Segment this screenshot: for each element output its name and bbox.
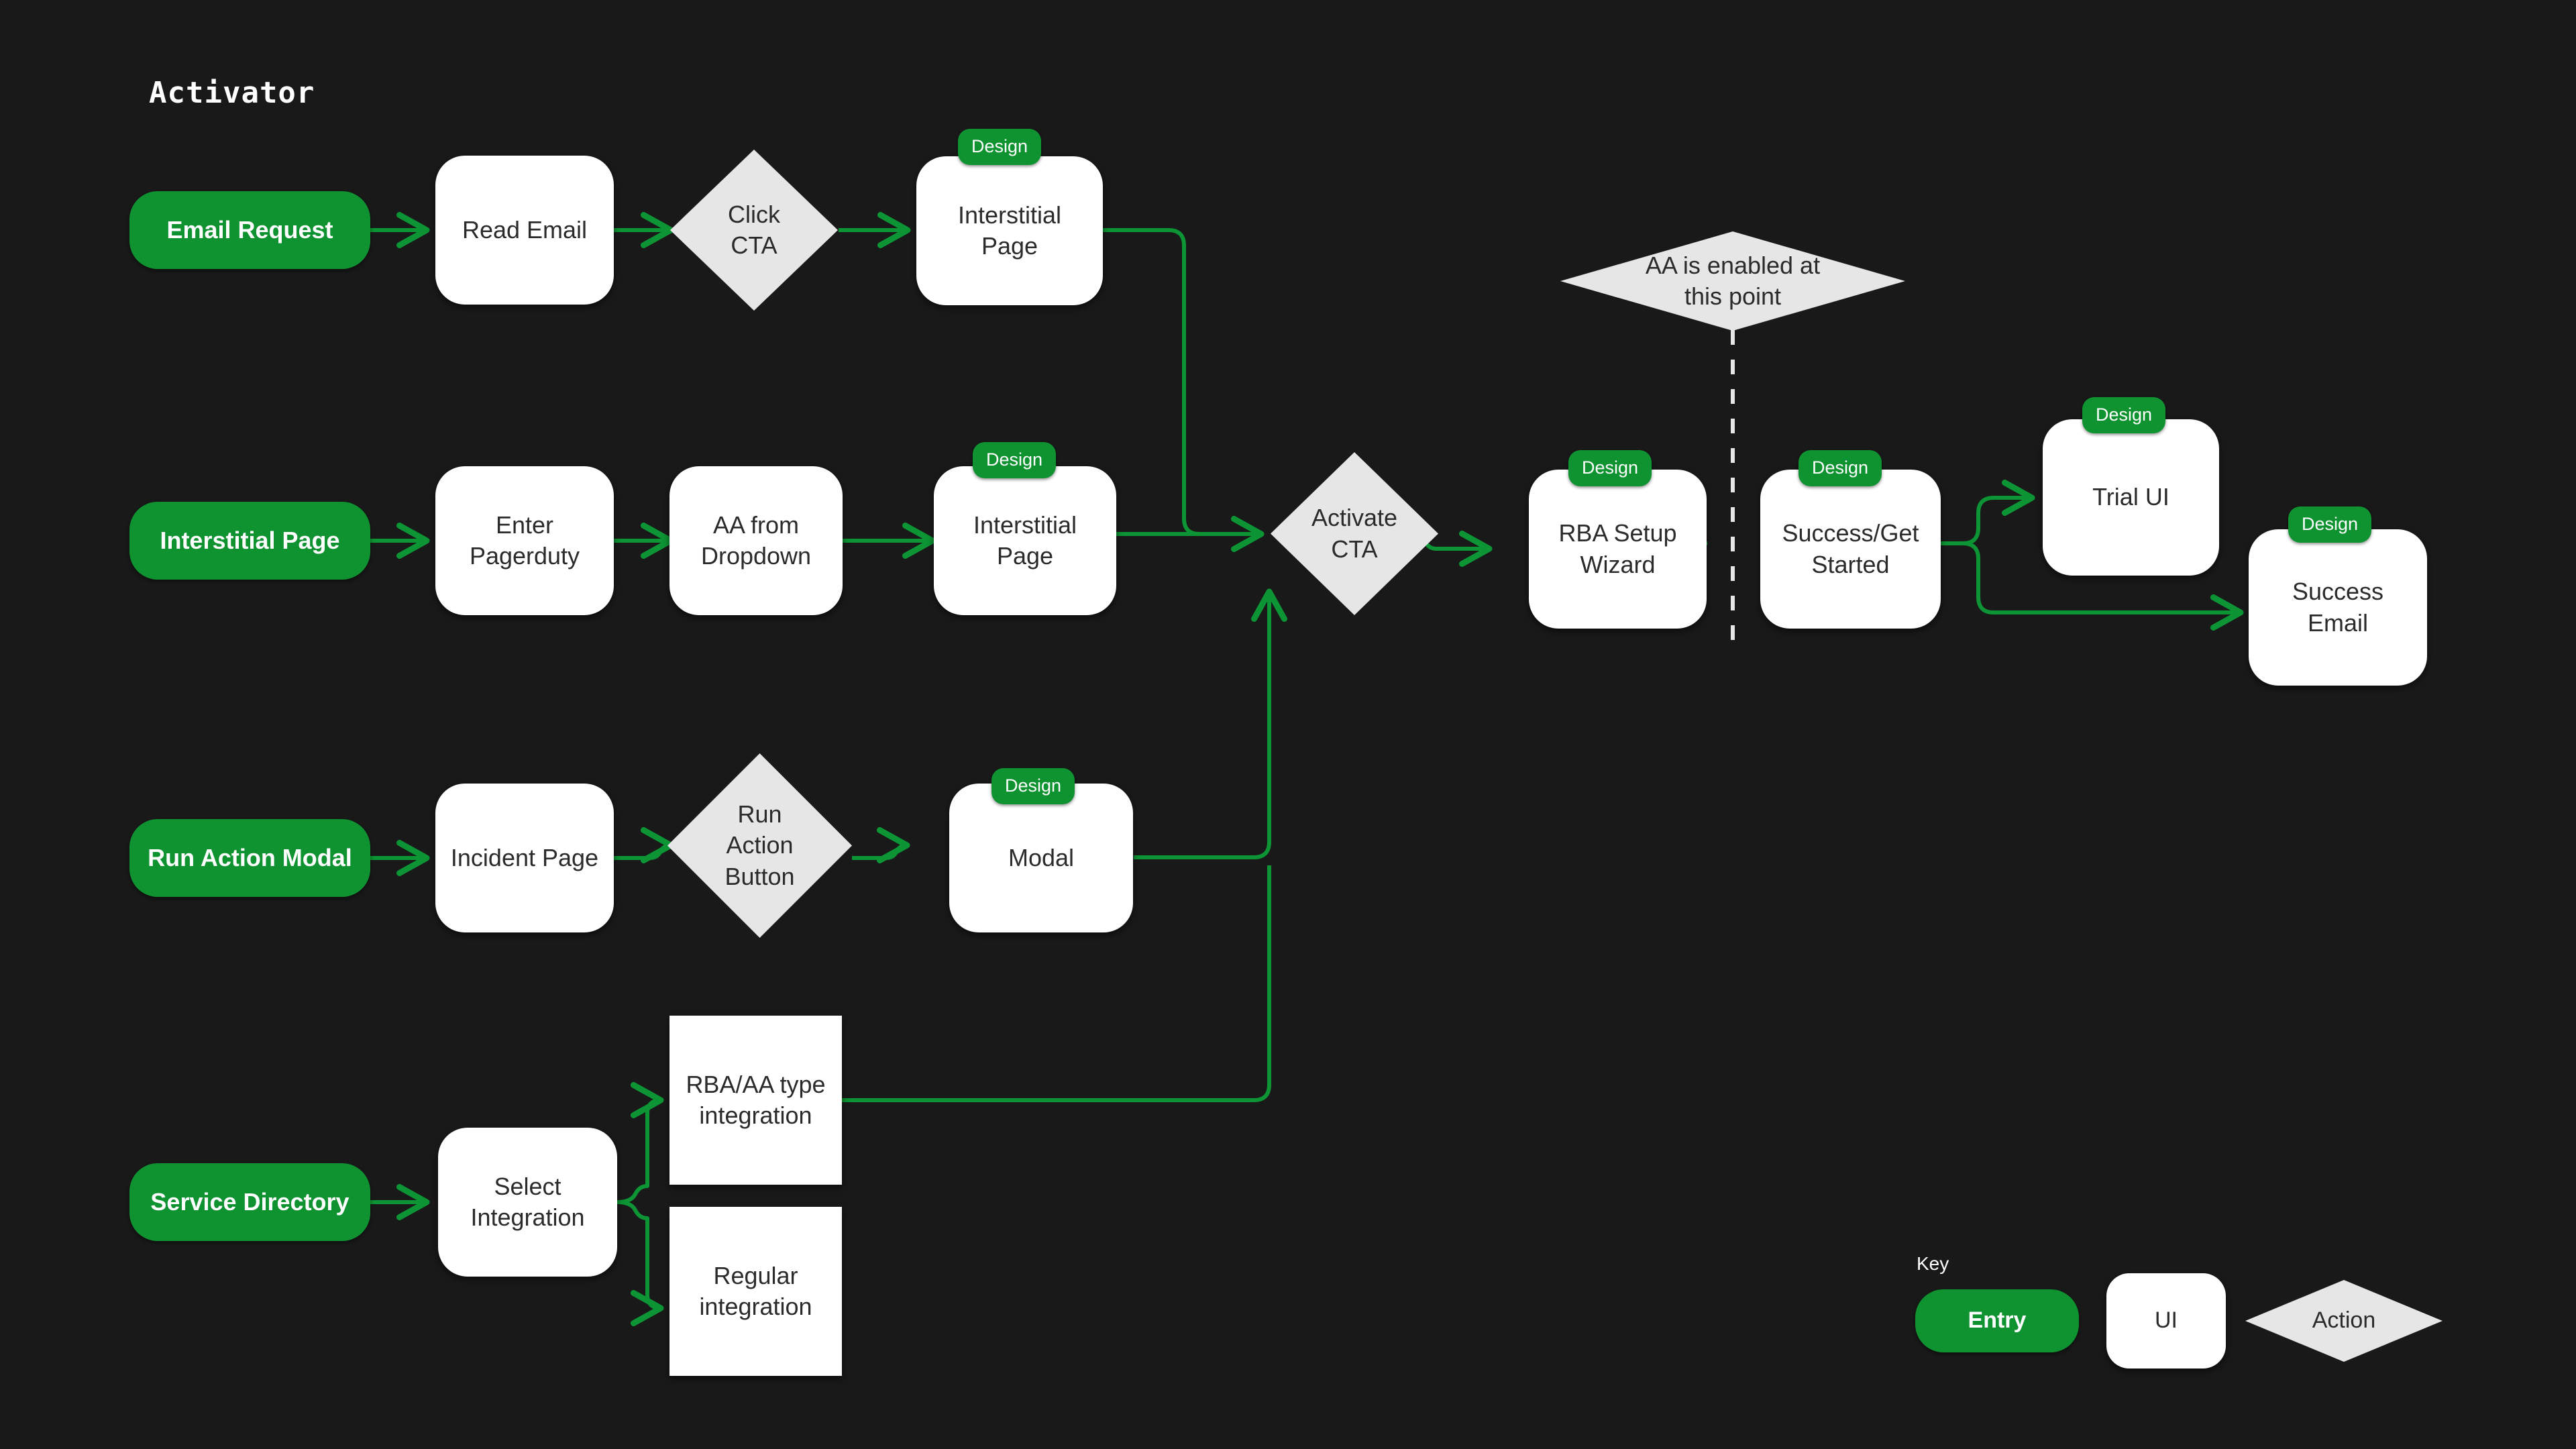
node-interstitial-page-1[interactable]: Interstitial Page	[916, 156, 1103, 305]
node-label: Run Action Button	[724, 799, 794, 892]
node-interstitial-page-2[interactable]: Interstitial Page	[934, 466, 1116, 615]
node-label: Modal	[1008, 843, 1075, 871]
node-label-line: AA is enabled at	[1645, 251, 1821, 279]
node-modal[interactable]: Modal	[949, 784, 1133, 932]
node-label: Interstitial Page	[160, 526, 340, 554]
node-label-line: Wizard	[1580, 550, 1656, 578]
node-label-line: this point	[1684, 282, 1782, 310]
diagram-title: Activator	[149, 76, 315, 110]
badge-label: Design	[1005, 775, 1062, 796]
badge-design: Design	[2288, 506, 2372, 543]
node-label: Trial UI	[2092, 483, 2169, 511]
node-label: Success/Get Started	[1782, 518, 1919, 580]
node-read-email[interactable]: Read Email	[435, 156, 614, 305]
node-label: Email Request	[166, 215, 333, 244]
node-label: Interstitial Page	[957, 201, 1062, 260]
legend-label: Entry	[1968, 1307, 2027, 1334]
node-service-directory[interactable]: Service Directory	[129, 1163, 370, 1241]
node-label: Success Email	[2292, 578, 2384, 637]
node-label-line: Button	[724, 862, 795, 890]
node-label-line: Action	[726, 831, 794, 859]
node-label-line: CTA	[1331, 535, 1378, 563]
badge-design: Design	[958, 129, 1042, 165]
legend-item-ui: UI	[2106, 1273, 2226, 1368]
node-label-line: Regular	[713, 1261, 798, 1289]
badge-design: Design	[1799, 450, 1882, 486]
badge-design: Design	[1568, 450, 1652, 486]
node-label: Run Action Modal	[148, 843, 352, 871]
node-label: RBA/AA type integration	[686, 1069, 825, 1131]
node-label-line: AA from	[712, 511, 800, 539]
node-interstitial-entry[interactable]: Interstitial Page	[129, 502, 370, 580]
node-label-line: Success/Get	[1782, 519, 1919, 547]
node-label-line: CTA	[731, 231, 777, 259]
node-label: Activate CTA	[1311, 502, 1397, 564]
badge-label: Design	[971, 136, 1028, 156]
node-incident-page[interactable]: Incident Page	[435, 784, 614, 932]
badge-design: Design	[2082, 397, 2166, 433]
legend-label: UI	[2155, 1307, 2178, 1334]
node-label-line: Activate	[1311, 504, 1398, 532]
node-label: Interstitial Page	[973, 511, 1077, 570]
node-label: Enter Pagerduty	[469, 511, 580, 570]
node-label: AA from Dropdown	[701, 510, 811, 572]
node-label: Regular integration	[699, 1260, 812, 1322]
legend-item-entry: Entry	[1915, 1289, 2079, 1352]
node-rba-aa-integration[interactable]: RBA/AA type integration	[669, 1016, 842, 1185]
legend-label: Action	[2312, 1307, 2376, 1334]
node-success-get-started[interactable]: Success/Get Started	[1760, 470, 1941, 629]
node-email-request[interactable]: Email Request	[129, 191, 370, 269]
node-run-action-modal[interactable]: Run Action Modal	[129, 819, 370, 897]
badge-label: Design	[2096, 405, 2153, 425]
node-aa-enabled-note: AA is enabled at this point	[1560, 231, 1905, 331]
badge-label: Design	[986, 449, 1043, 470]
node-rba-setup-wizard[interactable]: RBA Setup Wizard	[1529, 470, 1707, 629]
badge-design: Design	[973, 442, 1057, 478]
node-trial-ui[interactable]: Trial UI	[2043, 419, 2219, 576]
node-label-line: RBA/AA type	[686, 1070, 826, 1098]
node-label: Service Directory	[150, 1187, 350, 1216]
node-label: RBA Setup Wizard	[1558, 518, 1676, 580]
node-label: Select Integration	[470, 1171, 584, 1233]
node-label-line: Dropdown	[700, 542, 812, 570]
node-enter-pagerduty[interactable]: Enter Pagerduty	[435, 466, 614, 615]
node-success-email[interactable]: Success Email	[2249, 529, 2427, 686]
node-label-line: Select	[494, 1172, 561, 1200]
node-label-line: Started	[1811, 550, 1890, 578]
node-label-line: Run	[737, 800, 782, 828]
node-label: AA is enabled at this point	[1646, 250, 1820, 312]
legend-item-action: Action	[2245, 1280, 2443, 1362]
node-label-line: integration	[699, 1293, 812, 1320]
badge-label: Design	[1582, 458, 1639, 478]
badge-design: Design	[991, 768, 1075, 804]
node-regular-integration[interactable]: Regular integration	[669, 1207, 842, 1376]
node-aa-from-dropdown[interactable]: AA from Dropdown	[669, 466, 843, 615]
node-select-integration[interactable]: Select Integration	[438, 1128, 617, 1277]
badge-label: Design	[1812, 458, 1869, 478]
node-label-line: RBA Setup	[1558, 519, 1677, 547]
badge-label: Design	[2302, 514, 2359, 534]
node-run-action-button[interactable]: Run Action Button	[667, 753, 852, 938]
node-label-line: Integration	[470, 1203, 585, 1231]
node-label: Incident Page	[450, 843, 599, 871]
node-label: Read Email	[462, 215, 588, 244]
legend-heading: Key	[1917, 1253, 1949, 1274]
node-label-line: integration	[699, 1102, 812, 1129]
node-label-line: Click	[728, 200, 780, 228]
node-activate-cta[interactable]: Activate CTA	[1271, 452, 1438, 615]
node-label: Click CTA	[728, 199, 780, 261]
node-click-cta[interactable]: Click CTA	[670, 150, 838, 311]
